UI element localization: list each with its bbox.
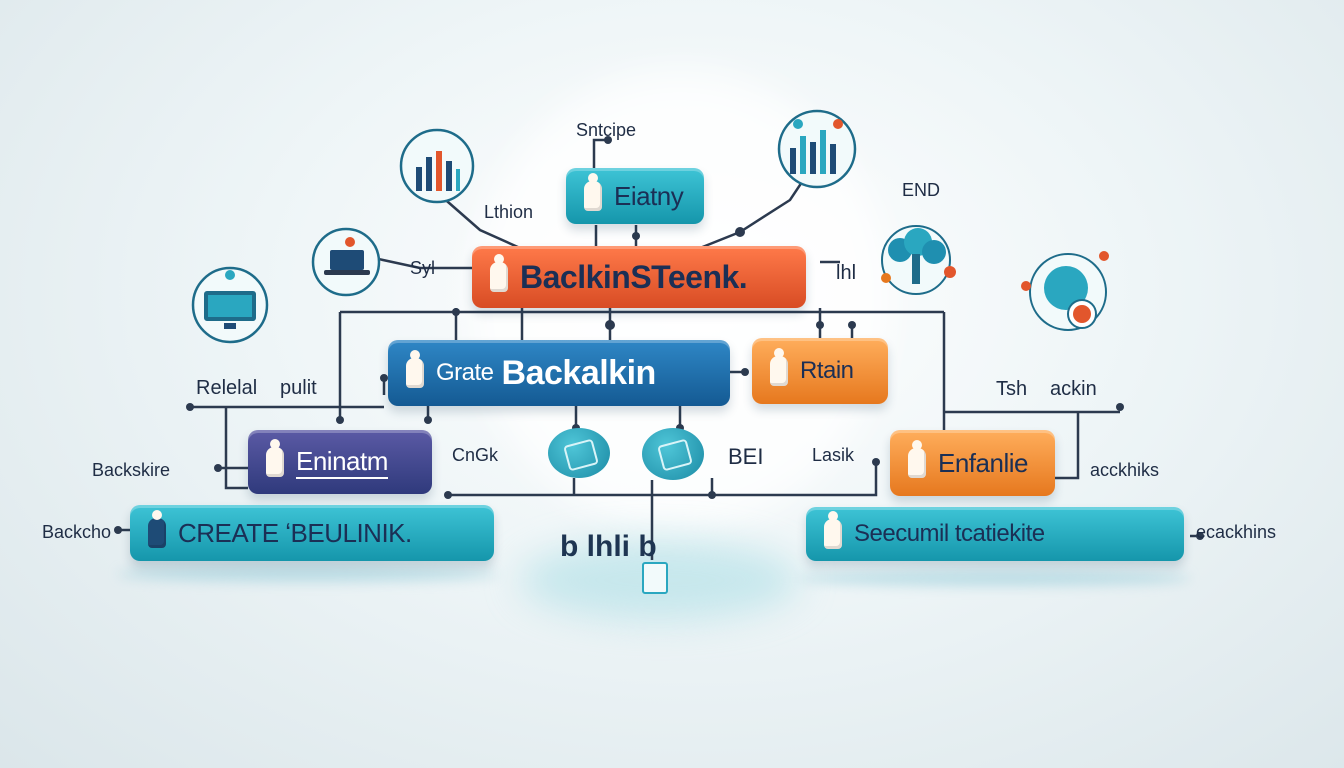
laptop-icon bbox=[310, 226, 382, 298]
pill-right-low[interactable]: Enfanlie bbox=[890, 430, 1055, 496]
cloud-icon bbox=[642, 428, 704, 480]
cloud-icon bbox=[548, 428, 610, 478]
person-icon bbox=[824, 511, 842, 549]
pill-main-label: BaclkinSTeenk. bbox=[520, 258, 748, 295]
globe-icon bbox=[1020, 248, 1116, 340]
label-syl: Syl bbox=[410, 258, 436, 278]
label-bar-mark: b lhli b bbox=[560, 530, 657, 563]
bar-chart-icon bbox=[776, 108, 858, 190]
pill-center-prefix: Grate bbox=[436, 359, 494, 386]
pill-top-label: Eiatny bbox=[614, 180, 684, 211]
label-tsh: Tsh bbox=[996, 378, 1028, 400]
pill-shadow bbox=[800, 570, 1190, 586]
label-lthion: Lthion bbox=[484, 202, 534, 222]
person-icon bbox=[148, 510, 166, 548]
phone-icon bbox=[642, 562, 668, 594]
pill-bottom-right-label: Seecumil tcatiekite bbox=[854, 520, 1045, 547]
tree-icon bbox=[872, 220, 960, 298]
label-pulit: pulit bbox=[280, 377, 317, 399]
label-backcho: Backcho bbox=[42, 522, 112, 542]
person-icon bbox=[584, 173, 602, 211]
label-cngk: CnGk bbox=[452, 445, 499, 465]
label-backskire: Backskire bbox=[92, 460, 171, 480]
monitor-icon bbox=[190, 265, 270, 345]
pill-right-low-label: Enfanlie bbox=[938, 447, 1028, 478]
label-end: END bbox=[902, 180, 941, 200]
pill-right-mid[interactable]: Rtain bbox=[752, 338, 888, 404]
label-sntcipe: Sntcipe bbox=[576, 120, 637, 140]
pill-main[interactable]: BaclkinSTeenk. bbox=[472, 246, 806, 308]
person-icon bbox=[770, 348, 788, 386]
pill-bottom-left-label: CREATE ʻBEULINIK. bbox=[178, 517, 412, 548]
bar-chart-icon bbox=[398, 127, 476, 205]
label-relelal: Relelal bbox=[196, 377, 258, 399]
label-ecackhins: ecackhins bbox=[1196, 522, 1277, 542]
pill-shadow bbox=[118, 566, 498, 582]
label-ackin: ackin bbox=[1050, 378, 1097, 400]
pill-bottom-left[interactable]: CREATE ʻBEULINIK. bbox=[130, 505, 494, 561]
pill-center-label: Backalkin bbox=[501, 353, 657, 392]
pill-left-mid[interactable]: Eninatm bbox=[248, 430, 432, 494]
person-icon bbox=[406, 350, 424, 388]
pill-bottom-right[interactable]: Seecumil tcatiekite bbox=[806, 507, 1184, 561]
label-lhl: lhl bbox=[836, 262, 857, 284]
label-acckhiks: acckhiks bbox=[1090, 460, 1160, 480]
person-icon bbox=[908, 440, 926, 478]
pill-right-mid-label: Rtain bbox=[800, 357, 854, 384]
pill-left-mid-label: Eninatm bbox=[296, 446, 388, 479]
person-icon bbox=[266, 439, 284, 477]
pill-center[interactable]: Grate Backalkin bbox=[388, 340, 730, 406]
label-lasik: Lasik bbox=[812, 445, 855, 465]
person-icon bbox=[490, 254, 508, 292]
pill-top[interactable]: Eiatny bbox=[566, 168, 704, 224]
label-bei: BEI bbox=[728, 444, 764, 469]
